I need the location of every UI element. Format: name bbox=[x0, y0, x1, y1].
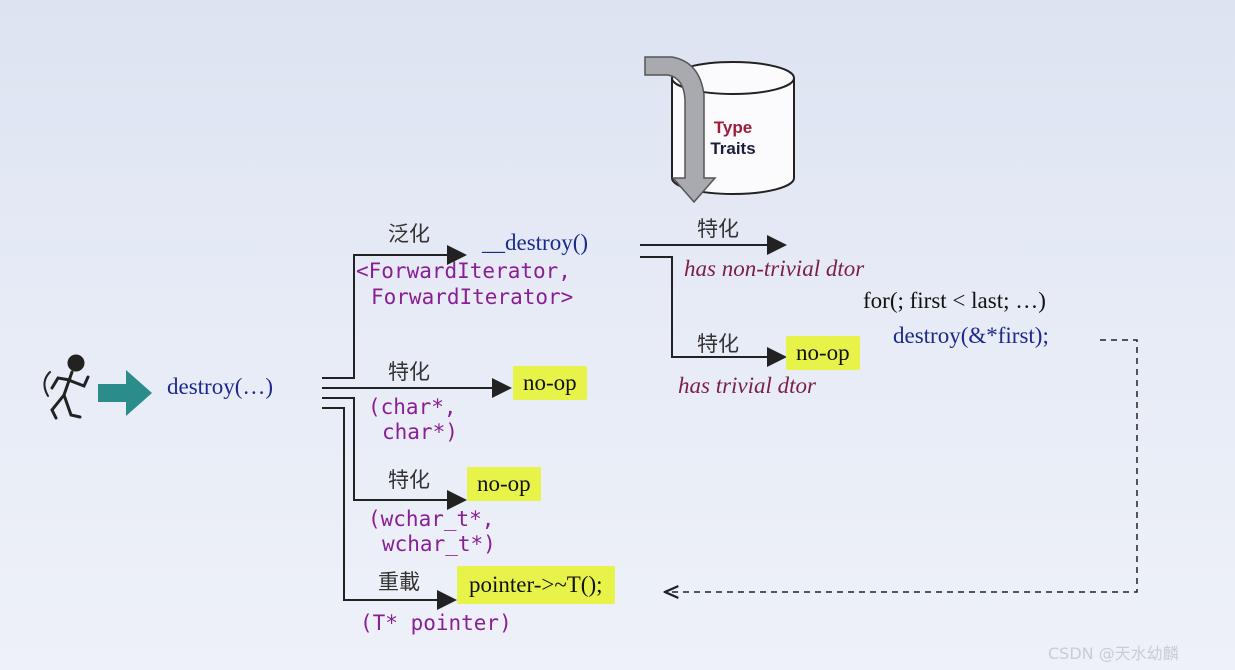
trivial-label: has trivial dtor bbox=[678, 373, 816, 399]
watermark: CSDN @天水幼麟 bbox=[1048, 640, 1179, 664]
trivial-tag: 特化 bbox=[697, 328, 739, 358]
loop-code-line2: destroy(&*first); bbox=[893, 323, 1049, 349]
nontrivial-label: has non-trivial dtor bbox=[684, 256, 864, 282]
overload-params: (T* pointer) bbox=[360, 610, 512, 636]
wchar-params-line2: wchar_t*) bbox=[382, 531, 496, 557]
char-params-line1: (char*, bbox=[368, 394, 457, 420]
overload-tag: 重載 bbox=[378, 566, 420, 596]
generic-tag: 泛化 bbox=[388, 218, 430, 248]
teal-arrow-icon bbox=[98, 370, 152, 416]
generic-params-line2: ForwardIterator> bbox=[371, 284, 573, 310]
trivial-noop-box: no-op bbox=[786, 336, 860, 370]
destroy-entry-label: destroy(…) bbox=[167, 374, 273, 400]
nontrivial-tag: 特化 bbox=[697, 213, 739, 243]
running-man-icon bbox=[44, 356, 88, 418]
traits-label: Traits bbox=[703, 138, 763, 159]
wchar-noop-box: no-op bbox=[467, 467, 541, 501]
char-tag: 特化 bbox=[388, 356, 430, 386]
wchar-params-line1: (wchar_t*, bbox=[368, 506, 494, 532]
type-traits-label: Type Traits bbox=[703, 117, 763, 159]
char-params-line2: char*) bbox=[382, 419, 458, 445]
loop-code-line1: for(; first < last; …) bbox=[863, 288, 1046, 314]
overload-result-box: pointer->~T(); bbox=[457, 566, 615, 604]
generic-params-line1: <ForwardIterator, bbox=[356, 258, 571, 284]
char-noop-box: no-op bbox=[513, 366, 587, 400]
type-label: Type bbox=[703, 117, 763, 138]
wchar-tag: 特化 bbox=[388, 464, 430, 494]
generic-destroy-func: __destroy() bbox=[482, 230, 588, 256]
